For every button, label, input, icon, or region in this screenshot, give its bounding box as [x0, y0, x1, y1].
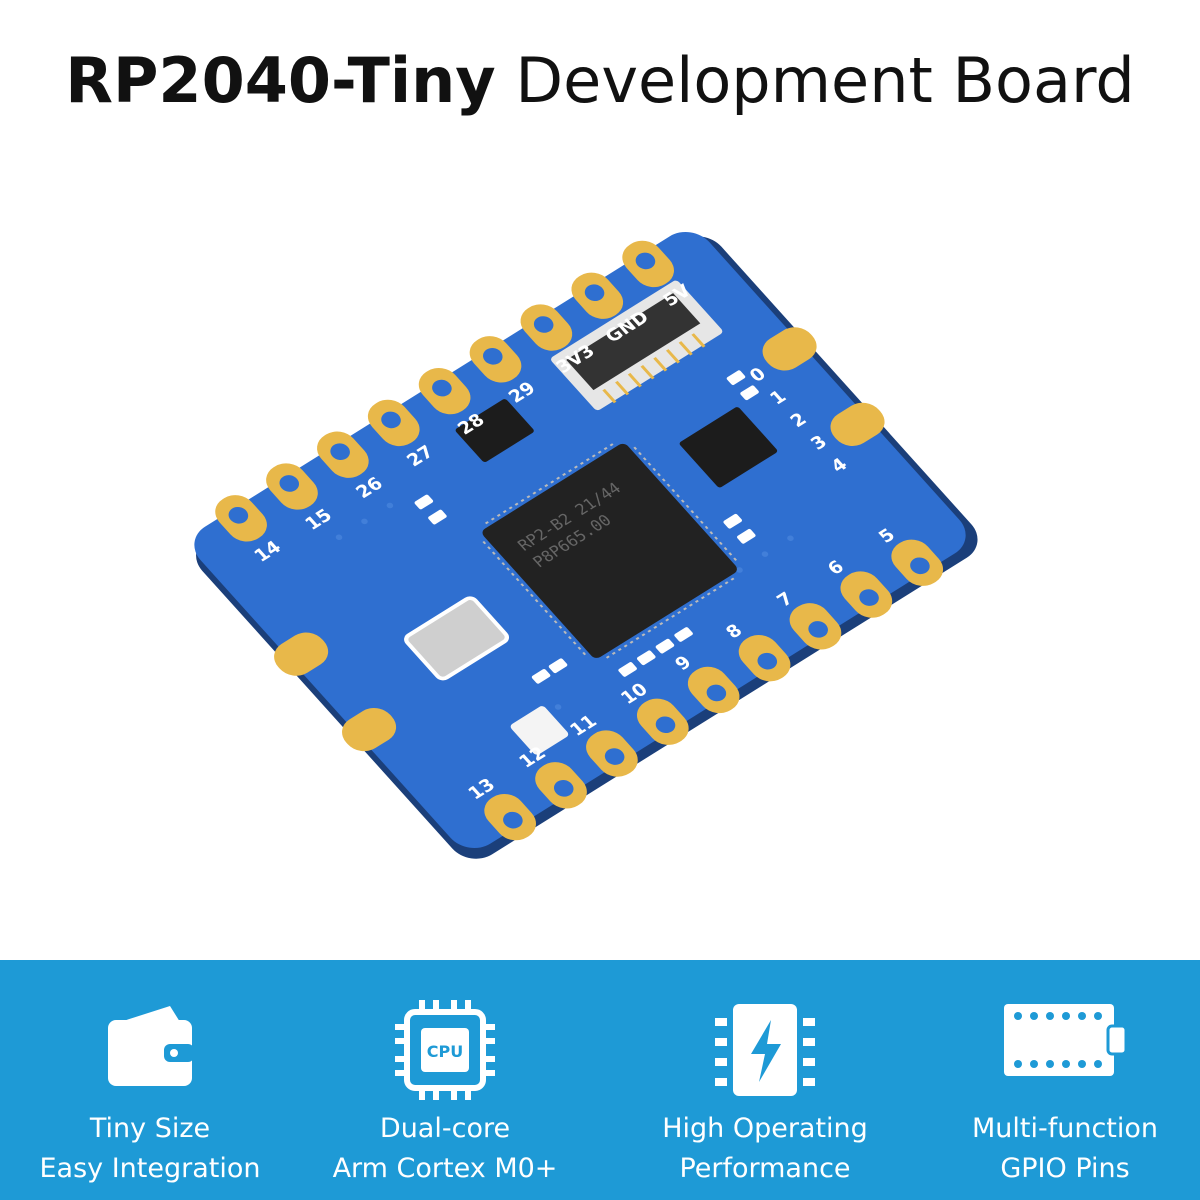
crystal-oscillator	[404, 596, 510, 681]
left-pads	[274, 632, 397, 752]
feature-line2: Performance	[679, 1153, 851, 1184]
rp2040-board-image: RP2-B2 21/44 P8P665.00	[194, 231, 978, 859]
voltage-regulator	[455, 399, 534, 462]
feature-gpio: Multi-function GPIO Pins	[915, 960, 1200, 1200]
feature-line2: Easy Integration	[39, 1153, 261, 1184]
feature-line1: Dual-core	[379, 1113, 511, 1144]
wallet-icon	[100, 1000, 200, 1094]
feature-line1: Tiny Size	[89, 1113, 211, 1144]
lightning-chip-icon	[715, 1000, 815, 1104]
flash-chip	[679, 407, 778, 488]
board-illustration: RP2-B2 21/44 P8P665.00	[170, 220, 990, 860]
feature-high-performance: High Operating Performance	[615, 960, 915, 1200]
cpu-icon-text: CPU	[427, 1042, 463, 1061]
feature-line2: GPIO Pins	[1000, 1153, 1130, 1184]
title-subtitle: Development Board	[495, 44, 1135, 117]
right-pads	[762, 327, 885, 446]
title-product-name: RP2040-Tiny	[65, 44, 496, 117]
cpu-icon: CPU	[395, 1000, 495, 1104]
rp2040-chip	[482, 443, 737, 658]
gpio-pins-icon	[1000, 1000, 1130, 1084]
feature-line1: Multi-function	[971, 1113, 1159, 1144]
feature-line1: High Operating	[662, 1113, 868, 1144]
feature-band: Tiny Size Easy Integration CPU	[0, 960, 1200, 1200]
rgb-led	[510, 706, 569, 755]
page-title: RP2040-Tiny Development Board	[0, 44, 1200, 117]
feature-dual-core: CPU Dual-core Arm Cortex M0+	[295, 960, 595, 1200]
feature-tiny-size: Tiny Size Easy Integration	[0, 960, 300, 1200]
feature-line2: Arm Cortex M0+	[332, 1153, 558, 1184]
